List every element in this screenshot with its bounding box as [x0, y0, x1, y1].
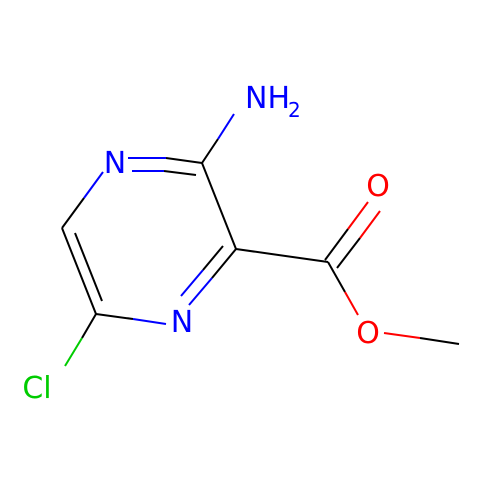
bond-carbonyl-2-black [336, 237, 361, 269]
bond-c5-c6-outer [61, 227, 97, 315]
bond-n1-c2-outer-black [211, 248, 237, 279]
bond-n4-c5-blue [83, 171, 104, 199]
bond-n1-c2-inner-black [202, 245, 224, 271]
bond-carbonyl-1-red [347, 201, 369, 230]
bond-n1-c2-inner-blue [180, 269, 204, 297]
bond-c2-c3 [201, 162, 237, 250]
atom-chlorine: Cl [22, 371, 51, 406]
bond-carbonyl-1-black [324, 228, 349, 261]
bond-c5-c6-inner [74, 232, 103, 302]
bond-c6-cl-green [64, 337, 83, 367]
atom-n-top: N [104, 146, 126, 181]
amino-group: NH 2 [245, 81, 301, 122]
bond-c3-n4-outer-black [165, 157, 203, 164]
bond-c6-cl-black [81, 313, 97, 339]
atom-labels: N N NH 2 O O Cl [22, 81, 389, 406]
bond-c6-n1-black [95, 313, 134, 320]
bond-c6-n1-blue [132, 318, 167, 325]
bond-ester-c-o-black [327, 261, 346, 293]
atom-n-bottom: N [171, 305, 193, 340]
bond-c3-nh2-blue [217, 113, 235, 140]
atom-o-carbonyl: O [366, 169, 390, 204]
bond-o-methyl-black [419, 337, 460, 345]
bond-c3-nh2-black [201, 138, 219, 164]
bond-carbonyl-2-red [359, 210, 381, 239]
atom-amino-subscript: 2 [288, 98, 301, 122]
bond-n1-c2-outer-blue [188, 277, 213, 306]
bond-c2-ester-carbon [235, 248, 329, 263]
bond-n4-c5-black [61, 197, 85, 229]
bond-ester-c-o-red [344, 291, 359, 316]
bond-c3-n4-inner-black [163, 170, 197, 176]
bond-o-methyl-red [383, 332, 421, 339]
bonds [61, 113, 460, 367]
atom-amino-nh: NH [245, 81, 290, 116]
atom-o-ester: O [356, 316, 380, 351]
